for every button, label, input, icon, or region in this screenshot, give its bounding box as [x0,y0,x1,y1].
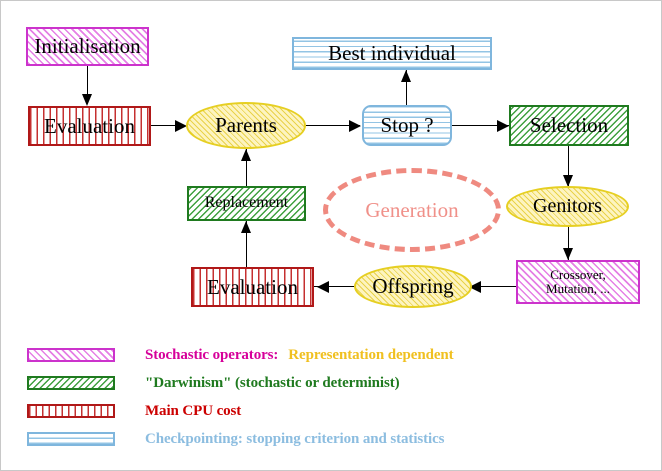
legend-label-stochastic-operators: Stochastic operators: [145,346,279,363]
legend-label-main-cpu-cost: Main CPU cost [145,402,242,419]
arrowhead-up-best-individual [401,70,411,82]
legend-swatch-red-vertical-hatch-icon [27,404,115,418]
edge-genitors-to-crossover [568,226,570,260]
annotation-generation: Generation [323,168,501,252]
edge-stop-to-selection [452,125,510,127]
arrowhead-right-selection [497,120,509,132]
node-genitors[interactable]: Genitors [506,186,629,227]
arrowhead-down-initialisation [82,94,92,106]
edge-evaluation-to-parents [151,125,181,127]
arrowhead-right-parents [175,120,187,132]
edge-initialisation-to-evaluation [87,65,89,96]
legend-label-representation-dependent: Representation dependent [288,346,454,363]
edge-replacement-to-parents [246,149,248,187]
annotation-generation-label: Generation [365,197,459,222]
node-genitors-label: Genitors [533,195,602,217]
arrowhead-right-stop [349,120,361,132]
node-selection[interactable]: Selection [509,105,629,146]
edge-offspring-to-evaluation [314,286,356,288]
legend-swatch-blue-horizontal-hatch-icon [27,432,115,446]
legend-swatch-green-diagonal-hatch-icon [27,376,115,390]
node-best-individual[interactable]: Best individual [292,37,492,70]
legend-item-darwinism: "Darwinism" (stochastic or determinist) [27,371,400,395]
legend-item-main-cpu-cost: Main CPU cost [27,399,241,423]
edge-selection-to-genitors [568,146,570,186]
edge-stop-to-best-individual [406,70,408,105]
node-replacement-label: Replacement [204,194,289,212]
node-crossover-mutation-label-line2: Mutation, ... [546,281,610,296]
legend-label-checkpointing: Checkpointing: stopping criterion and st… [145,430,445,447]
node-parents[interactable]: Parents [186,102,306,149]
node-evaluation-top-label: Evaluation [44,113,135,138]
node-crossover-mutation[interactable]: Crossover, Mutation, ... [516,260,640,304]
node-offspring[interactable]: Offspring [354,265,472,308]
legend-item-checkpointing: Checkpointing: stopping criterion and st… [27,427,444,451]
legend-swatch-magenta-diagonal-hatch-icon [27,348,115,362]
edge-parents-to-stop [306,125,360,127]
node-evaluation-bottom-label: Evaluation [207,274,298,299]
arrowhead-left-offspring [469,281,481,293]
node-evaluation-top[interactable]: Evaluation [28,106,151,146]
node-parents-label: Parents [215,113,277,138]
node-offspring-label: Offspring [372,274,454,299]
node-initialisation[interactable]: Initialisation [26,27,149,66]
node-initialisation-label: Initialisation [34,34,141,59]
edge-crossover-to-offspring [469,286,517,288]
arrowhead-up-parents [241,149,251,161]
node-stop-label: Stop ? [380,113,434,138]
node-evaluation-bottom[interactable]: Evaluation [191,267,314,307]
node-best-individual-label: Best individual [328,41,456,66]
arrowhead-down-crossover [563,248,573,260]
arrowhead-left-evaluation-bottom [317,281,329,293]
legend-item-stochastic-operators: Stochastic operators: Representation dep… [27,343,454,367]
edge-evaluation-to-replacement [246,221,248,267]
node-crossover-mutation-label-line1: Crossover, [550,267,606,283]
legend: Stochastic operators: Representation dep… [1,337,661,467]
arrowhead-up-replacement [241,221,251,233]
node-stop[interactable]: Stop ? [362,105,452,146]
arrowhead-down-genitors [563,175,573,187]
legend-label-darwinism: "Darwinism" (stochastic or determinist) [145,374,400,391]
node-selection-label: Selection [529,113,609,138]
node-replacement[interactable]: Replacement [187,186,306,221]
